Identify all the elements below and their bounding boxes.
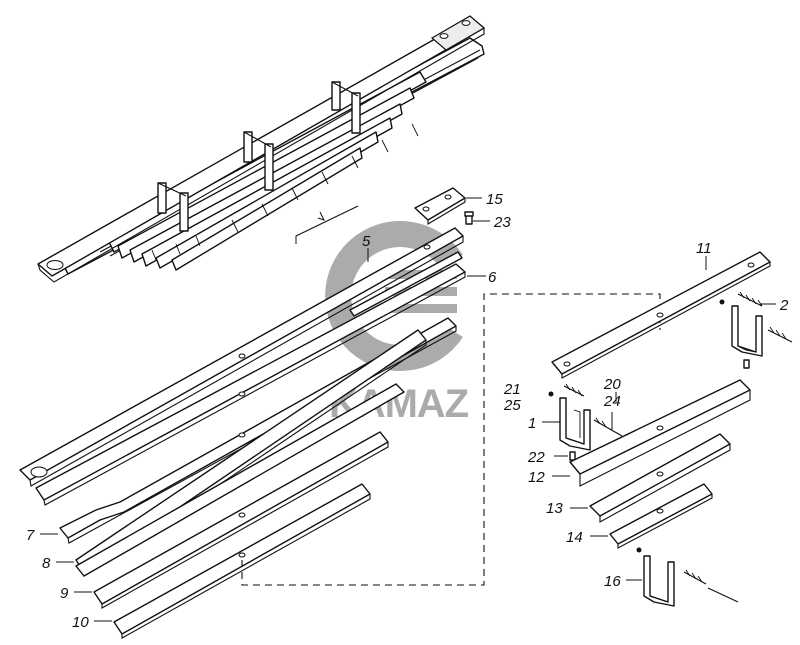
leader-lines xyxy=(40,197,776,622)
spring-clamp xyxy=(157,182,189,232)
leaf-13 xyxy=(589,433,731,523)
leaf-9 xyxy=(93,431,389,609)
callout-labels: 15 23 5 6 11 2 20 21 25 24 1 22 12 13 14… xyxy=(26,191,789,631)
leaf-11 xyxy=(551,251,771,379)
leaf-10 xyxy=(113,483,371,639)
part-2-bolt xyxy=(737,291,793,343)
callout-5: 5 xyxy=(362,233,371,250)
callout-23: 23 xyxy=(493,214,511,231)
callout-22: 22 xyxy=(527,449,545,466)
callout-15: 15 xyxy=(486,191,503,208)
callout-16: 16 xyxy=(604,573,621,590)
leaf-short-a xyxy=(75,383,405,577)
callout-9: 9 xyxy=(60,585,69,602)
leaf-14 xyxy=(609,483,713,549)
callout-6: 6 xyxy=(488,269,497,286)
callout-24: 24 xyxy=(603,393,621,410)
leaf-12 xyxy=(569,379,751,487)
callout-8: 8 xyxy=(42,555,51,572)
callout-14: 14 xyxy=(566,529,583,546)
callout-20: 20 xyxy=(603,376,621,393)
callout-11: 11 xyxy=(696,240,712,257)
part-24-bolt xyxy=(593,417,623,437)
part-15-plate xyxy=(414,187,466,225)
callout-10: 10 xyxy=(72,614,89,631)
callout-1: 1 xyxy=(528,415,536,432)
spring-clamp xyxy=(243,131,274,191)
leaf-6 xyxy=(35,263,466,506)
dashed-grouping-line xyxy=(241,293,661,586)
part-1-u-bolt xyxy=(559,397,591,451)
callout-21: 21 xyxy=(503,381,521,398)
callout-7: 7 xyxy=(26,527,35,544)
callout-25: 25 xyxy=(503,397,521,414)
leaf-5 xyxy=(19,227,464,487)
u-bolt-upper-right xyxy=(731,305,763,357)
callout-13: 13 xyxy=(546,500,563,517)
part-20-bolt xyxy=(563,383,585,397)
part-16-bolts xyxy=(683,569,739,603)
part-16-u-bolt xyxy=(643,555,675,607)
callout-12: 12 xyxy=(528,469,545,486)
assembled-leaf-spring xyxy=(37,15,486,283)
spring-clamp xyxy=(331,81,361,134)
callout-2: 2 xyxy=(779,297,789,314)
part-23-bolt xyxy=(464,211,474,225)
direction-arrow-indicator xyxy=(295,205,359,244)
